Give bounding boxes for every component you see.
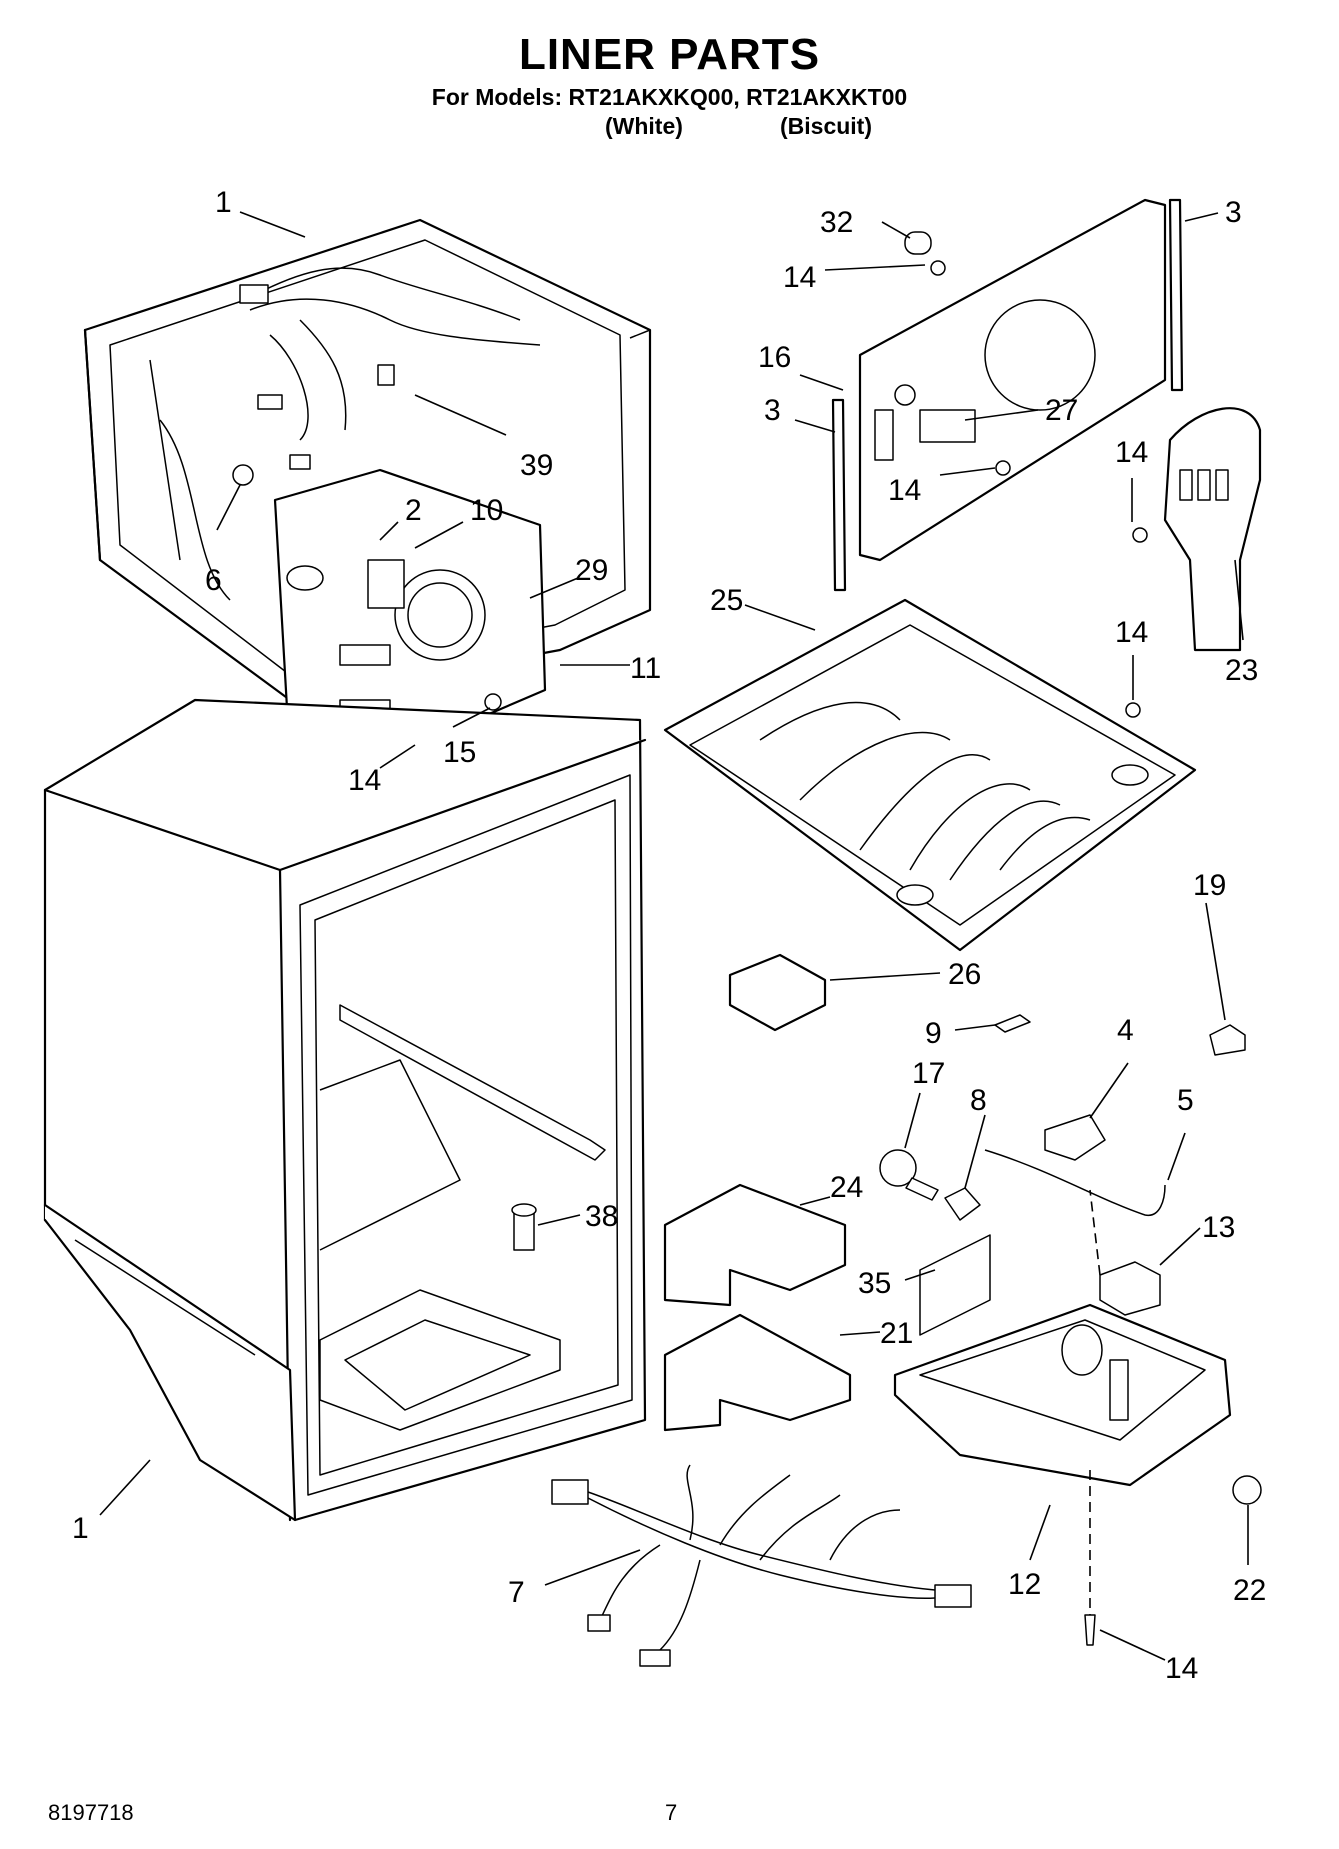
callout-4: 4: [1117, 1014, 1134, 1047]
callout-1-bottom: 1: [72, 1512, 89, 1545]
refrigerator-liner-drawing: [43, 698, 647, 1522]
callout-14-a: 14: [783, 261, 816, 294]
callout-1-top: 1: [215, 186, 232, 219]
leader-lines: [99, 211, 1249, 1661]
callout-14-e: 14: [348, 764, 381, 797]
callout-14-c: 14: [1115, 436, 1148, 469]
page-number: 7: [665, 1800, 678, 1825]
callout-10: 10: [470, 494, 503, 527]
callout-38: 38: [585, 1200, 618, 1233]
variant-white-label: (White): [605, 113, 683, 139]
drain-tray-drawing: [663, 598, 1197, 952]
callout-12: 12: [1008, 1568, 1041, 1601]
lower-parts-drawing: [551, 953, 1262, 1667]
callout-6: 6: [205, 564, 222, 597]
callout-21: 21: [880, 1317, 913, 1350]
callout-15: 15: [443, 736, 476, 769]
callout-25: 25: [710, 584, 743, 617]
callout-5: 5: [1177, 1084, 1194, 1117]
callout-32: 32: [820, 206, 853, 239]
callout-26: 26: [948, 958, 981, 991]
callout-14-d: 14: [1115, 616, 1148, 649]
freezer-liner-drawing: [83, 218, 652, 762]
variant-biscuit-label: (Biscuit): [780, 113, 872, 139]
callout-17: 17: [912, 1057, 945, 1090]
callout-29: 29: [575, 554, 608, 587]
page-title: LINER PARTS: [518, 30, 821, 79]
callout-labels: 1 32 3 14 16 3 27 14 14 39 2 10 6 29 25 …: [72, 186, 1266, 1685]
document-number: 8197718: [48, 1800, 134, 1825]
callout-24: 24: [830, 1171, 863, 1204]
callout-7: 7: [508, 1576, 525, 1609]
callout-23: 23: [1225, 654, 1258, 687]
callout-14-b: 14: [888, 474, 921, 507]
callout-16: 16: [758, 341, 791, 374]
models-line: For Models: RT21AKXKQ00, RT21AKXKT00: [431, 84, 908, 110]
callout-35: 35: [858, 1267, 891, 1300]
callout-2: 2: [405, 494, 422, 527]
callout-19: 19: [1193, 869, 1226, 902]
callout-11: 11: [630, 652, 661, 685]
callout-14-f: 14: [1165, 1652, 1198, 1685]
callout-22: 22: [1233, 1574, 1266, 1607]
callout-27: 27: [1045, 394, 1078, 427]
callout-39: 39: [520, 449, 553, 482]
callout-9: 9: [925, 1017, 942, 1050]
air-tower-assembly-drawing: [831, 198, 1262, 718]
callout-8: 8: [970, 1084, 987, 1117]
callout-3-left: 3: [764, 394, 781, 427]
callout-3-right: 3: [1225, 196, 1242, 229]
callout-13: 13: [1202, 1211, 1235, 1244]
